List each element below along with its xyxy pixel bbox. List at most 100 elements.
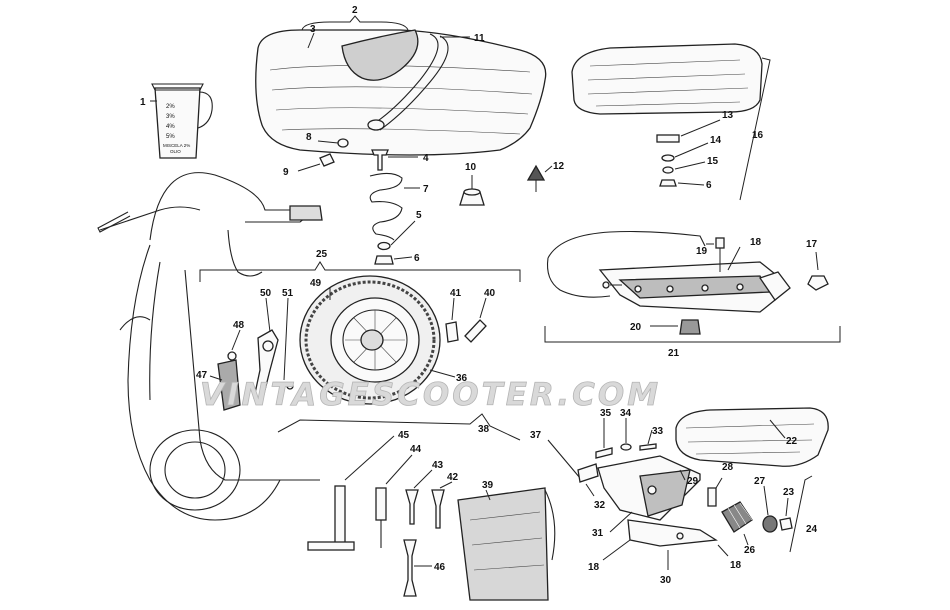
washer-icon — [661, 154, 675, 162]
callout-9: 9 — [283, 167, 289, 178]
spanner-icon — [403, 539, 417, 597]
callout-30: 30 — [660, 575, 672, 586]
callout-5: 5 — [416, 210, 422, 221]
washer-icon — [337, 138, 349, 148]
tool-bag — [457, 487, 556, 601]
screwdriver-icon — [375, 487, 387, 548]
callout-14: 14 — [710, 135, 722, 146]
buffer-spring-icon — [721, 501, 753, 533]
spanner-icon — [405, 489, 419, 525]
callout-2: 2 — [352, 5, 358, 16]
callout-37: 37 — [530, 430, 542, 441]
rear-cushion — [675, 407, 829, 467]
callout-18c: 18 — [730, 560, 742, 571]
washer-icon — [377, 241, 391, 251]
t-wrench-icon — [307, 485, 355, 551]
callout-21: 21 — [668, 348, 680, 359]
callout-24: 24 — [806, 524, 818, 535]
bracket-icon — [656, 134, 680, 143]
callout-17: 17 — [806, 239, 818, 250]
callout-44: 44 — [410, 444, 422, 455]
nut-icon — [807, 275, 829, 291]
callout-6: 6 — [414, 253, 420, 264]
callout-11: 11 — [474, 33, 485, 44]
callout-35: 35 — [600, 408, 612, 419]
callout-47: 47 — [196, 370, 208, 381]
spanner-icon — [431, 489, 445, 529]
callout-45: 45 — [398, 430, 410, 441]
callout-51: 51 — [282, 288, 294, 299]
spring-icon — [369, 172, 403, 241]
callout-48: 48 — [233, 320, 245, 331]
callout-40: 40 — [484, 288, 496, 299]
callout-27: 27 — [754, 476, 766, 487]
jug-mark: 4% — [166, 124, 175, 130]
pin-icon — [639, 443, 657, 451]
callout-41: 41 — [450, 288, 462, 299]
screw-icon — [371, 149, 389, 171]
lockwasher-icon — [662, 166, 674, 174]
callout-22: 22 — [786, 436, 798, 447]
callout-15: 15 — [707, 156, 719, 167]
spare-wheel — [299, 275, 441, 405]
callout-7: 7 — [423, 184, 429, 195]
callout-32: 32 — [594, 500, 606, 511]
rubber-block-icon — [679, 319, 701, 335]
callout-10: 10 — [465, 162, 477, 173]
callout-23: 23 — [783, 487, 795, 498]
callout-50: 50 — [260, 288, 272, 299]
jug-caption: OLIO — [170, 149, 181, 154]
callout-19: 19 — [696, 246, 708, 257]
callout-43: 43 — [432, 460, 444, 471]
bolt-icon — [319, 153, 335, 167]
jug-mark: 3% — [166, 114, 175, 120]
callout-13: 13 — [722, 110, 734, 121]
callout-3: 3 — [310, 24, 316, 35]
callout-18b: 18 — [588, 562, 600, 573]
rubber-stop-icon — [526, 164, 546, 192]
mounting-plate — [217, 359, 241, 411]
jug-caption: MISCELA 2% — [163, 143, 190, 148]
callout-18: 18 — [750, 237, 762, 248]
nut-icon — [659, 179, 677, 187]
callout-4: 4 — [423, 153, 429, 164]
knob-icon — [459, 175, 485, 206]
nut-icon — [374, 255, 394, 265]
callout-42: 42 — [447, 472, 459, 483]
washer-icon — [227, 351, 237, 361]
callout-33: 33 — [652, 426, 664, 437]
callout-38: 38 — [478, 424, 490, 435]
nut-icon — [779, 517, 793, 531]
rubber-icon — [762, 515, 778, 533]
watermark-text: VINTAGESCOOTER.COM — [200, 377, 661, 413]
callout-36: 36 — [456, 373, 468, 384]
jug-mark: 2% — [166, 104, 175, 110]
valve-cap-icon — [445, 321, 459, 343]
saddle — [255, 29, 547, 156]
callout-34: 34 — [620, 408, 632, 419]
washer-icon — [620, 443, 632, 451]
callout-12: 12 — [553, 161, 565, 172]
callout-8: 8 — [306, 132, 312, 143]
scooter-outline — [97, 172, 323, 521]
callout-16: 16 — [752, 130, 764, 141]
callout-49: 49 — [310, 278, 322, 289]
bolt-icon — [707, 487, 717, 507]
key-icon — [464, 319, 487, 343]
pillion-cushion — [571, 43, 763, 115]
pin-icon — [595, 447, 613, 459]
seat-mount-assembly — [546, 230, 791, 313]
jug-mark: 5% — [166, 134, 175, 140]
measuring-jug: 2% 3% 4% 5% MISCELA 2% OLIO — [151, 83, 213, 159]
callout-1: 1 — [140, 97, 146, 108]
callout-20: 20 — [630, 322, 642, 333]
seat-hinge-bracket — [597, 455, 718, 547]
callout-28: 28 — [722, 462, 734, 473]
cable-end-icon — [577, 463, 599, 483]
callout-39: 39 — [482, 480, 494, 491]
callout-31: 31 — [592, 528, 604, 539]
callout-26: 26 — [744, 545, 756, 556]
callout-25: 25 — [316, 249, 328, 260]
callout-29: 29 — [687, 476, 699, 487]
